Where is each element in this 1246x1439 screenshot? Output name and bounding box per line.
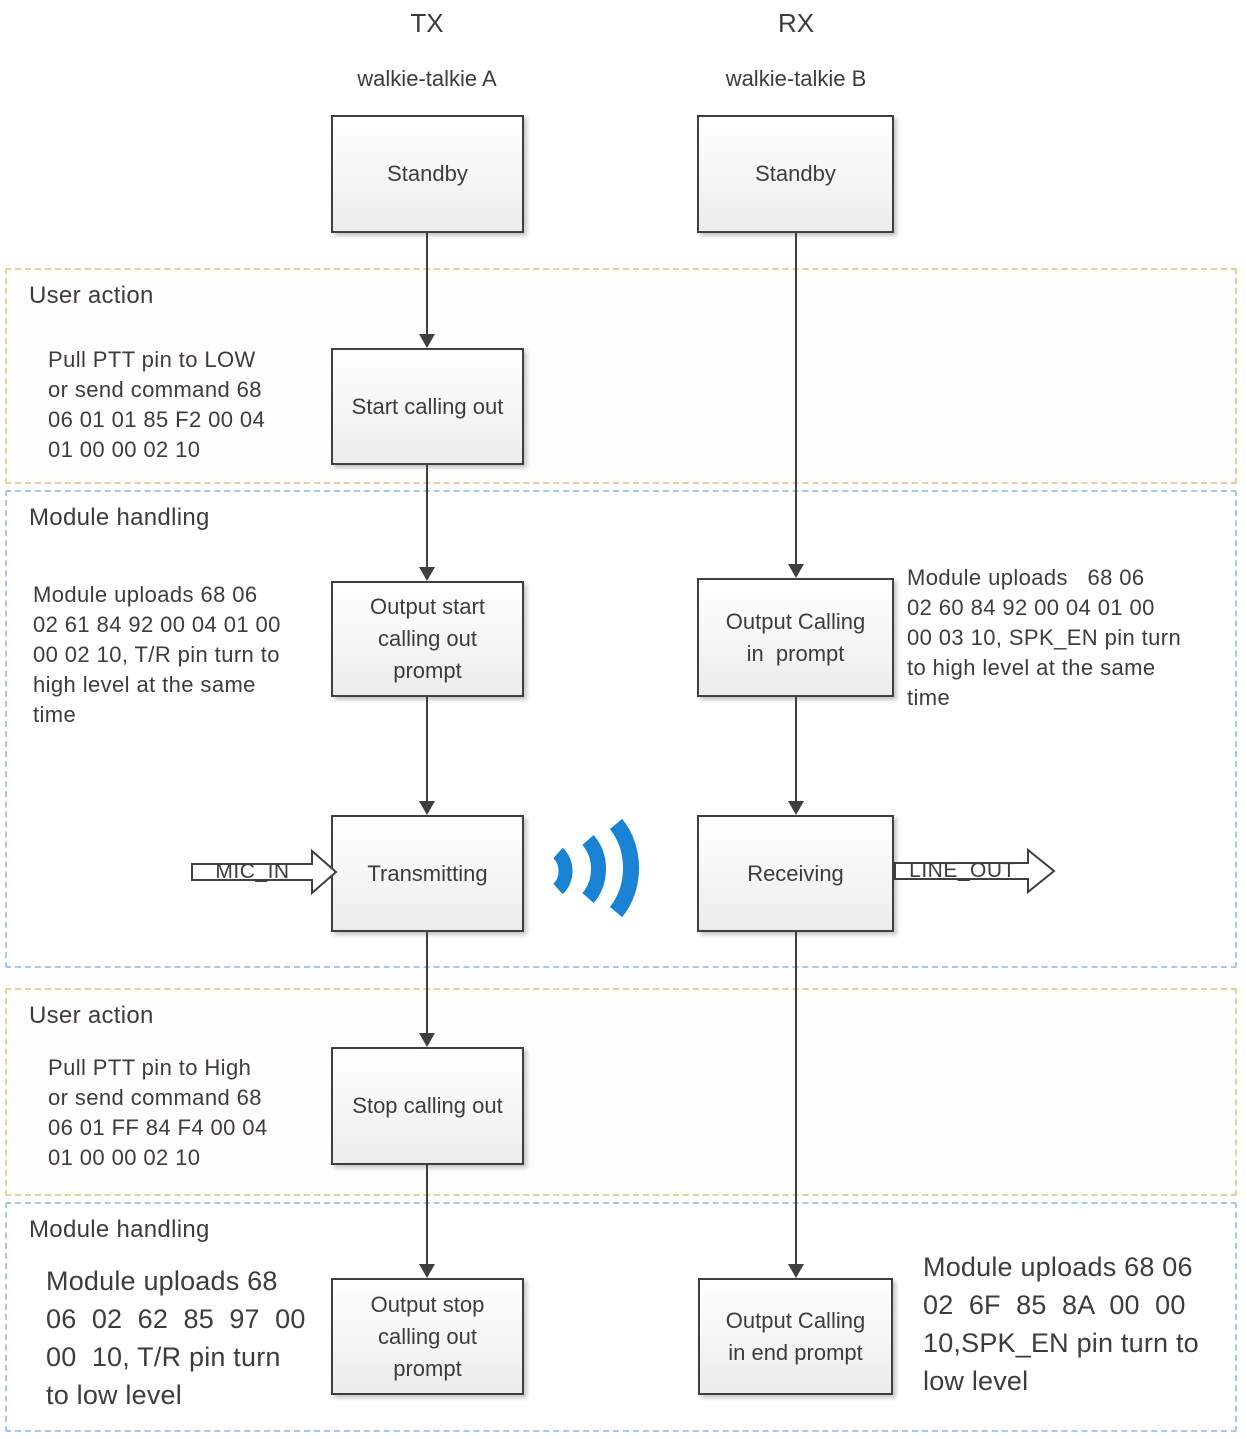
tx-column-header: TX xyxy=(410,8,444,38)
band-module-handling-2: Module handling xyxy=(5,1202,1237,1432)
band-title: Module handling xyxy=(29,1216,210,1243)
flow-box-start-calling-out: Start calling out xyxy=(331,348,524,465)
flow-box-tx-standby: Standby xyxy=(331,115,524,233)
note-module-handling-1-rx: Module uploads 68 06 02 60 84 92 00 04 0… xyxy=(907,565,1182,710)
flow-box-output-stop-calling-out-prompt: Output stop calling out prompt xyxy=(331,1278,524,1395)
flow-box-output-calling-in-end-prompt: Output Calling in end prompt xyxy=(698,1278,893,1395)
flow-box-output-calling-in-prompt: Output Calling in prompt xyxy=(697,578,894,697)
flow-box-transmitting: Transmitting xyxy=(331,815,524,932)
rx-column-subheader: walkie-talkie B xyxy=(725,66,867,91)
flow-box-stop-calling-out: Stop calling out xyxy=(331,1047,524,1165)
band-user-action-2: User action xyxy=(5,988,1237,1196)
flow-box-output-start-calling-out-prompt: Output start calling out prompt xyxy=(331,581,524,697)
note-module-handling-2-rx: Module uploads 68 06 02 6F 85 8A 00 00 1… xyxy=(923,1252,1199,1396)
tx-column-subheader: walkie-talkie A xyxy=(357,66,497,91)
band-title: Module handling xyxy=(29,504,210,531)
band-title: User action xyxy=(29,282,154,309)
band-user-action-1: User action xyxy=(5,268,1237,484)
line-out-label: LINE_OUT xyxy=(909,859,1016,882)
note-user-action-2: Pull PTT pin to High or send command 68 … xyxy=(48,1055,268,1170)
flow-box-rx-standby: Standby xyxy=(697,115,894,233)
band-title: User action xyxy=(29,1002,154,1029)
note-module-handling-2-tx: Module uploads 68 06 02 62 85 97 00 00 1… xyxy=(46,1266,306,1410)
flow-box-receiving: Receiving xyxy=(697,815,894,932)
mic-in-label: MIC_IN xyxy=(215,860,290,883)
note-module-handling-1-tx: Module uploads 68 06 02 61 84 92 00 04 0… xyxy=(33,582,281,727)
note-user-action-1: Pull PTT pin to LOW or send command 68 0… xyxy=(48,347,266,462)
rx-column-header: RX xyxy=(777,8,815,38)
